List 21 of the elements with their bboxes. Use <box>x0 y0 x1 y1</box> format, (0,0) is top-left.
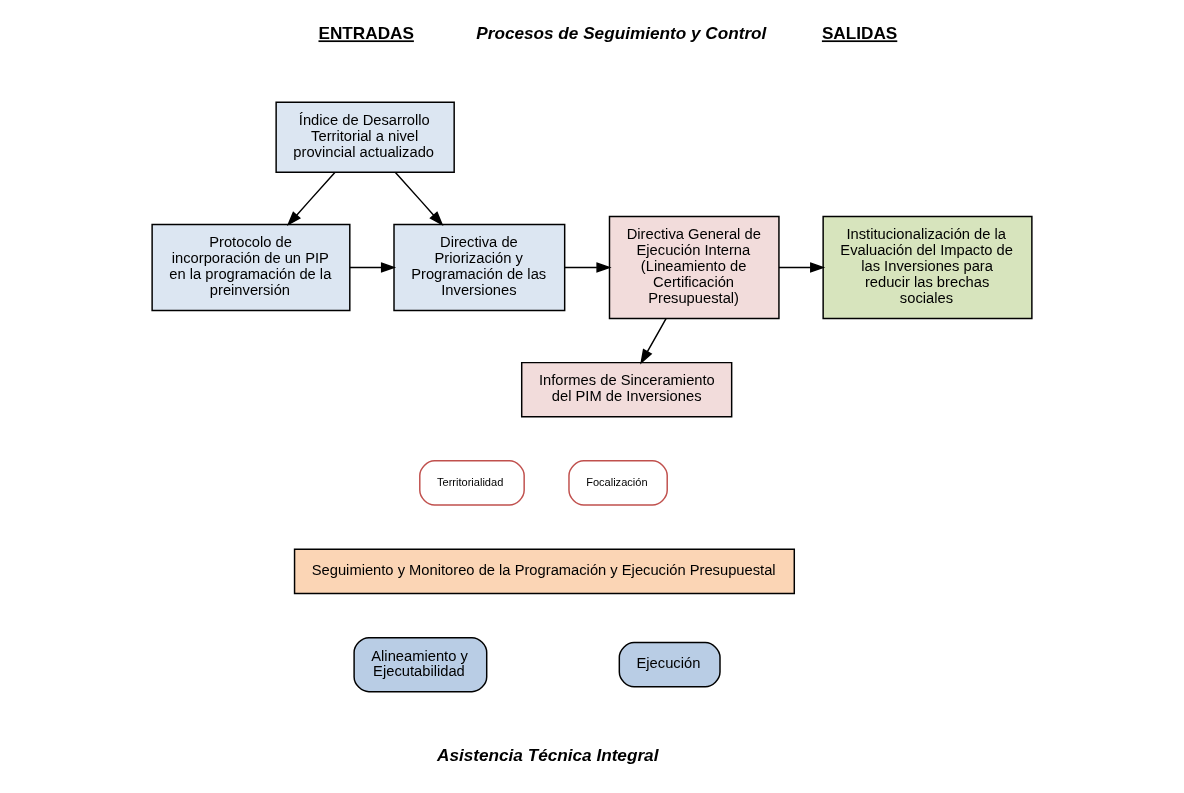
arrow <box>286 171 336 226</box>
node-box: Institucionalización de la Evaluación del Impacto de las Inversiones para reducir las brechas sociales <box>822 215 1033 319</box>
node-box: Focalización <box>568 459 668 506</box>
node-box: Índice de Desarrollo Territorial a nivel provincial actualizado <box>275 101 455 173</box>
node-box: Alineamiento y Ejecutabilidad <box>353 636 488 692</box>
label: Asistencia Técnica Integral <box>436 744 659 765</box>
node-box: Directiva General de Ejecución Interna (Lineamiento de Certificación Presupuestal) <box>608 215 780 319</box>
node-box: Seguimiento y Monitoreo de la Programación y Ejecución Presupuestal <box>293 548 796 594</box>
node-box: Protocolo de incorporación de un PIP en la programación de la preinversión <box>151 223 351 311</box>
label: ENTRADAS <box>318 22 414 43</box>
node-box: Directiva de Priorización y Programación de las Inversiones <box>393 223 566 311</box>
arrow <box>349 261 397 273</box>
node-box: Informes de Sinceramiento del PIM de Inversiones <box>520 361 733 417</box>
arrow <box>394 171 444 226</box>
arrow <box>640 317 667 364</box>
node-box: Territorialidad <box>419 459 525 506</box>
node-box: Ejecución <box>618 641 721 687</box>
label: SALIDAS <box>821 22 898 43</box>
arrow <box>778 261 826 273</box>
label: Procesos de Seguimiento y Control <box>476 22 767 43</box>
arrow <box>564 261 612 273</box>
